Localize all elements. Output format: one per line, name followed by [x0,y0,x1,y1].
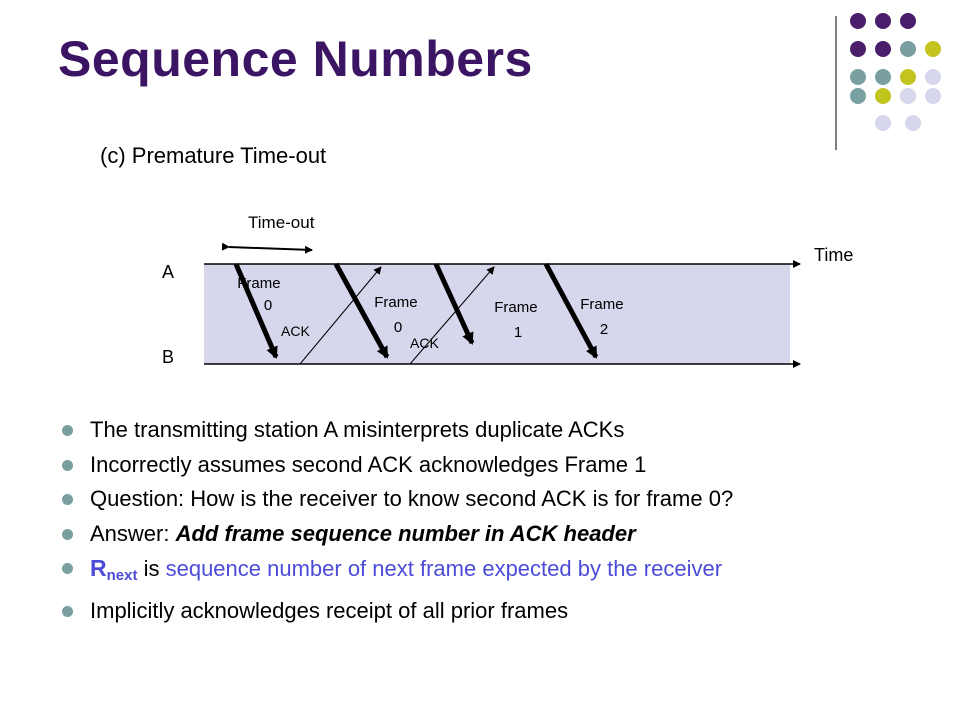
bullet-item: The transmitting station A misinterprets… [60,413,940,448]
bullet-dot-icon [62,494,73,505]
decorative-dot [925,69,941,85]
bullet-dot-icon [62,563,73,574]
timeline-diagram: Time-out Time A B Frame 0 Frame 0 Frame … [162,213,853,368]
decorative-dot [925,41,941,57]
ack-first-arrow [299,266,382,365]
bullet-highlight: sequence number of next frame expected b… [165,556,723,581]
station-b-label: B [162,347,174,367]
decorative-dot [925,88,941,104]
decorative-dot [900,41,916,57]
timeline-band [204,264,790,364]
bullet-text: The transmitting station A misinterprets… [90,417,625,442]
decorative-dot [875,41,891,57]
decorative-dot [850,13,866,29]
decorative-dot [900,13,916,29]
frame0-first-arrow [233,263,279,359]
frame1-arrow [433,262,475,345]
timeout-label: Time-out [248,213,315,232]
decorative-dot [850,69,866,85]
slide-subtitle: (c) Premature Time-out [100,143,327,168]
bullet-text: Answer: [90,520,176,546]
decorative-dot [905,115,921,131]
frame0-second-label: Frame 0 [374,294,422,336]
frame0-first-label: Frame 0 [237,275,285,314]
bullet-item: Question: How is the receiver to know se… [60,482,940,517]
bullet-dot-icon [62,605,73,617]
bullet-dot-icon [62,425,73,436]
bullet-text: Implicitly acknowledges receipt of all p… [90,597,569,623]
bullet-emphasis: Add frame sequence number in ACK header [175,520,636,546]
timeout-arrow [221,242,313,254]
bullet-list: The transmitting station A misinterprets… [60,413,940,628]
decorative-dot [875,13,891,29]
decorative-dot [850,41,866,57]
frame1-label: Frame 1 [494,299,542,341]
bullet-dot-icon [62,528,73,540]
frame2-arrow [543,262,599,359]
station-a-label: A [162,262,174,282]
decorative-dot [900,69,916,85]
decorative-dot [875,88,891,104]
bullet-item: Implicitly acknowledges receipt of all p… [60,594,940,629]
slide-title: Sequence Numbers [58,31,533,87]
bullet-item: Rnext is sequence number of next frame e… [60,551,940,594]
bullet-dot-icon [62,459,73,471]
bullet-text: Question: How is the receiver to know se… [90,486,734,511]
ack-second-label: ACK [410,335,439,351]
ack-first-label: ACK [281,323,310,339]
decorative-dot [875,115,891,131]
r-next-symbol: Rnext [90,555,138,584]
bullet-item: Answer: Add frame sequence number in ACK… [60,517,940,552]
time-label: Time [814,245,853,265]
decorative-dot [875,69,891,85]
frame2-label: Frame 2 [580,296,628,338]
decorative-dot [900,88,916,104]
frame0-second-arrow [333,262,390,359]
bullet-text: Incorrectly assumes second ACK acknowled… [90,451,647,477]
ack-second-arrow [409,266,495,365]
decorative-dot [850,88,866,104]
dot-grid-group [850,13,941,131]
bullet-text: is [137,556,166,581]
bullet-item: Incorrectly assumes second ACK acknowled… [60,448,940,483]
